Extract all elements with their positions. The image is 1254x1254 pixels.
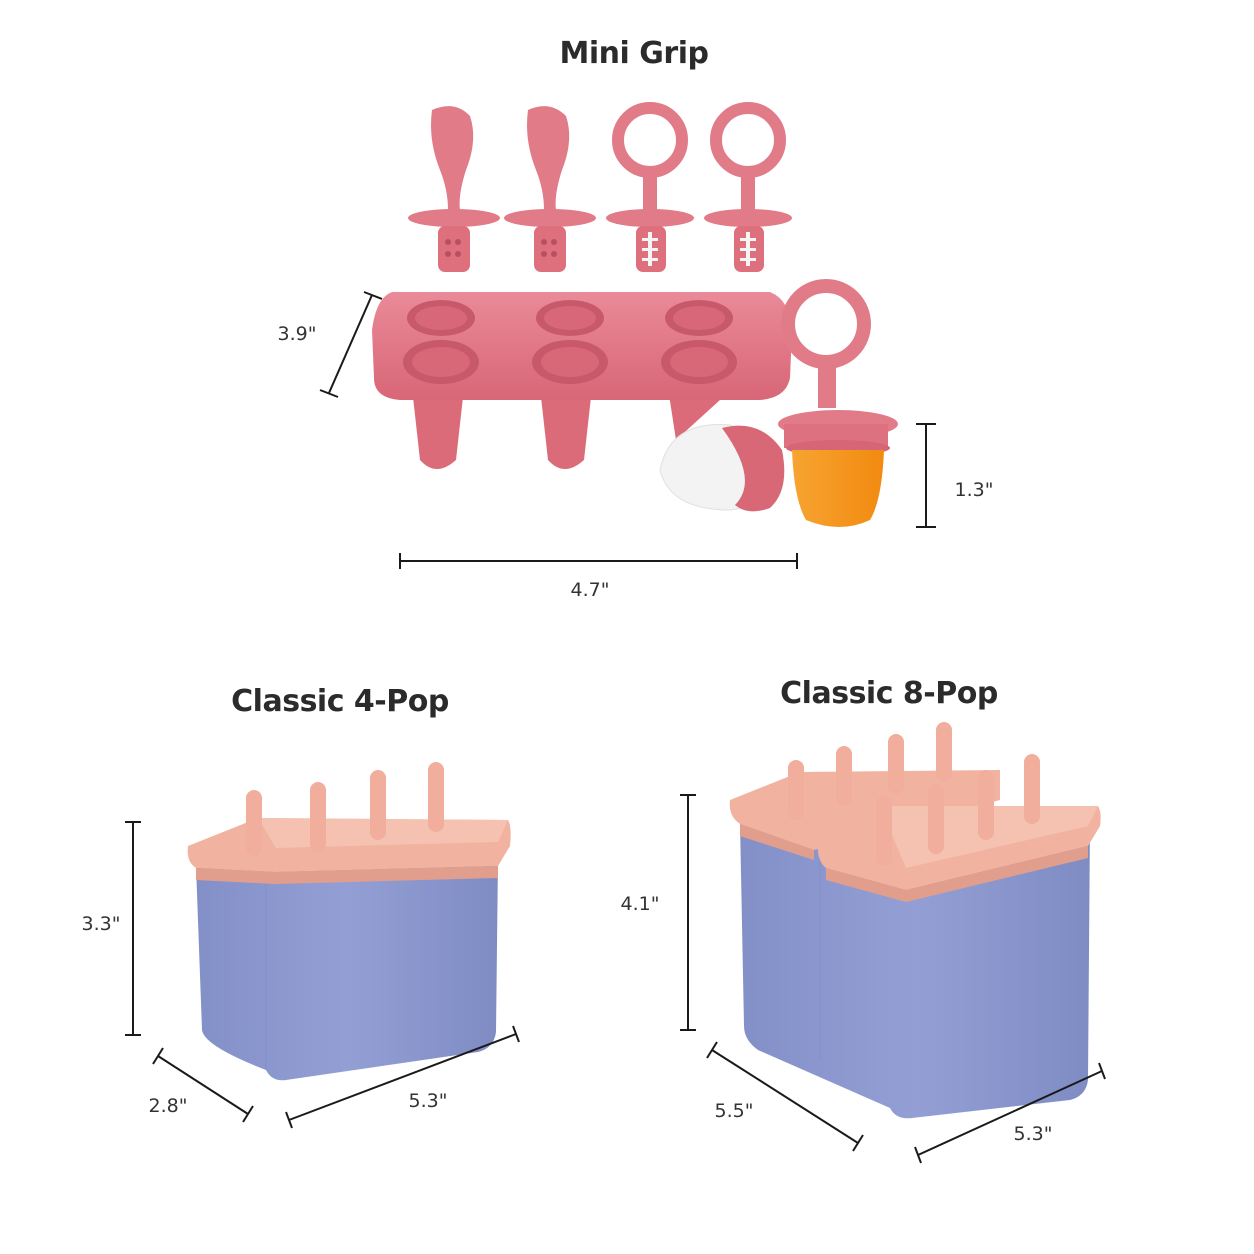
- mini-grip-width-line: [399, 553, 798, 569]
- classic-8-width-line: [914, 1062, 1106, 1164]
- classic-8-pop-illustration: [680, 722, 1106, 1164]
- mini-grip-height-label: 1.3": [954, 479, 994, 501]
- spoon-handle-1: [408, 106, 500, 272]
- classic-4-height-line: [125, 821, 141, 1036]
- mini-grip-depth-label: 3.9": [277, 323, 317, 345]
- mini-grip-title: Mini Grip: [559, 36, 709, 71]
- mini-grip-height-line: [916, 423, 936, 528]
- classic-4-width-label: 5.3": [408, 1090, 448, 1112]
- classic-8-height-label: 4.1": [620, 893, 660, 915]
- white-popsicle: [659, 424, 785, 512]
- classic-4-depth-line: [152, 1047, 254, 1123]
- mini-grip-illustration: [319, 102, 936, 569]
- mini-grip-tray: [372, 292, 792, 469]
- ring-handle-2: [704, 102, 792, 272]
- classic-4-depth-label: 2.8": [148, 1095, 188, 1117]
- classic-8-depth-line: [706, 1041, 864, 1152]
- orange-popsicle: [778, 279, 898, 527]
- classic-4-pop-title: Classic 4-Pop: [231, 684, 449, 719]
- classic-8-height-line: [680, 794, 696, 1031]
- classic-4-pop-illustration: [125, 762, 520, 1129]
- classic-4-height-label: 3.3": [81, 913, 121, 935]
- classic-4-width-line: [285, 1025, 520, 1129]
- classic-8-width-label: 5.3": [1013, 1123, 1053, 1145]
- spoon-handle-2: [504, 106, 596, 272]
- mini-grip-depth-line: [319, 291, 383, 398]
- ring-handle-1: [606, 102, 694, 272]
- mini-grip-width-label: 4.7": [570, 579, 610, 601]
- classic-8-depth-label: 5.5": [714, 1100, 754, 1122]
- classic-8-pop-title: Classic 8-Pop: [780, 676, 998, 711]
